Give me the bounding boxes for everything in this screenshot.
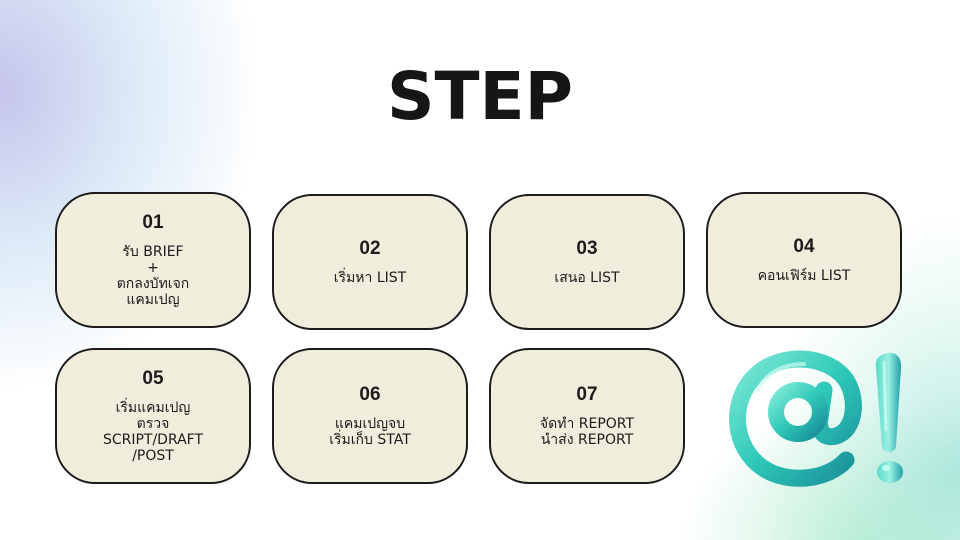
step-text: เริ่มเก็บ STAT [329, 432, 411, 448]
step-number: 07 [576, 384, 598, 405]
step-card-06: 06 แคมเปญจบ เริ่มเก็บ STAT [272, 348, 468, 484]
step-text: + [147, 260, 159, 276]
page-title: STEP [386, 58, 573, 135]
step-text: เริ่มหา LIST [333, 270, 407, 286]
step-card-02: 02 เริ่มหา LIST [272, 194, 468, 330]
step-number: 06 [359, 384, 381, 405]
step-text: /POST [132, 448, 174, 464]
step-text: คอนเฟิร์ม LIST [757, 268, 851, 284]
step-number: 04 [793, 236, 815, 257]
step-text: ตรวจ [136, 416, 170, 432]
step-text: นำส่ง REPORT [540, 432, 634, 448]
step-card-04: 04 คอนเฟิร์ม LIST [706, 192, 902, 328]
step-text: เสนอ LIST [554, 270, 620, 286]
step-text: จัดทำ REPORT [539, 416, 635, 432]
step-number: 02 [359, 238, 381, 259]
step-number: 03 [576, 238, 598, 259]
step-text: รับ BRIEF [122, 244, 184, 260]
step-text: แคมเปญ [126, 292, 180, 308]
step-card-03: 03 เสนอ LIST [489, 194, 685, 330]
step-card-01: 01 รับ BRIEF + ตกลงบัทเจก แคมเปญ [55, 192, 251, 328]
step-number: 01 [142, 212, 164, 233]
step-text: เริ่มแคมเปญ [115, 400, 191, 416]
step-text: แคมเปญจบ [334, 416, 406, 432]
at-sign-icon [729, 350, 903, 487]
exclamation-icon [877, 461, 903, 483]
step-card-07: 07 จัดทำ REPORT นำส่ง REPORT [489, 348, 685, 484]
step-text: ตกลงบัทเจก [116, 276, 190, 292]
step-text: SCRIPT/DRAFT [102, 432, 204, 448]
step-number: 05 [142, 368, 164, 389]
step-card-05: 05 เริ่มแคมเปญ ตรวจ SCRIPT/DRAFT /POST [55, 348, 251, 484]
